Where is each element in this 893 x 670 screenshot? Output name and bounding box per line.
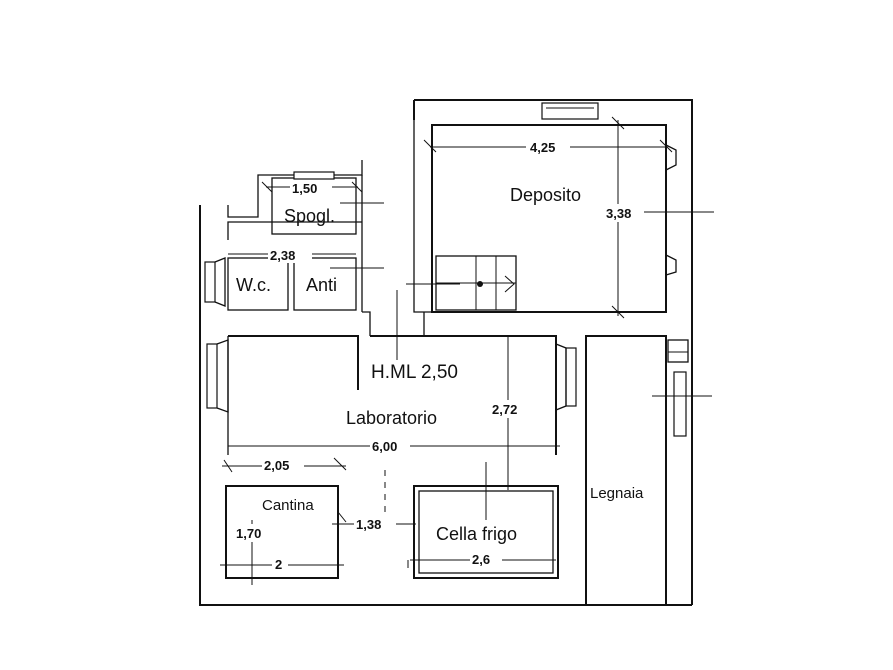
deposito-room (406, 102, 677, 313)
room-label-anti: Anti (306, 275, 337, 295)
dim-cantina-offset: 2,05 (264, 458, 289, 473)
service-rooms (204, 160, 425, 360)
dim-cantina-depth: 1,70 (236, 526, 261, 541)
dim-gap: 1,38 (356, 517, 381, 532)
dim-cella-width: 2,6 (472, 552, 490, 567)
room-label-cantina: Cantina (262, 497, 314, 514)
dim-laboratorio-width: 6,00 (372, 439, 397, 454)
room-label-laboratorio: Laboratorio (346, 408, 437, 428)
dim-deposito-depth: 3,38 (606, 206, 631, 221)
dim-laboratorio-depth: 2,72 (492, 402, 517, 417)
room-label-spogl: Spogl. (284, 206, 335, 226)
dim-cantina-width: 2 (275, 557, 282, 572)
room-label-deposito: Deposito (510, 185, 581, 205)
legnaia-room (585, 335, 712, 606)
room-label-wc: W.c. (236, 275, 271, 295)
outer-walls (199, 99, 693, 606)
room-label-cella-frigo: Cella frigo (436, 524, 517, 544)
height-note: H.ML 2,50 (371, 362, 458, 383)
dim-wc-anti-width: 2,38 (270, 248, 295, 263)
dim-deposito-width: 4,25 (530, 140, 555, 155)
dim-spogl-width: 1,50 (292, 181, 317, 196)
room-label-legnaia: Legnaia (590, 485, 644, 502)
